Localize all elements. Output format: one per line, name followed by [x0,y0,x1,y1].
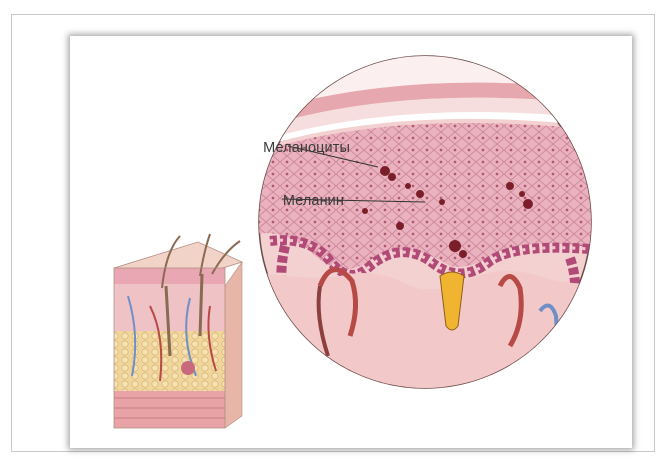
outer-frame: Меланоциты Меланин [11,14,655,452]
skin-block-illustration [114,234,242,428]
skin-diagram [70,36,632,448]
label-melanin: Меланин [283,193,344,209]
label-melanocytes: Меланоциты [263,140,350,156]
illustration-card: Меланоциты Меланин [70,36,632,448]
magnified-skin-view [250,56,610,396]
